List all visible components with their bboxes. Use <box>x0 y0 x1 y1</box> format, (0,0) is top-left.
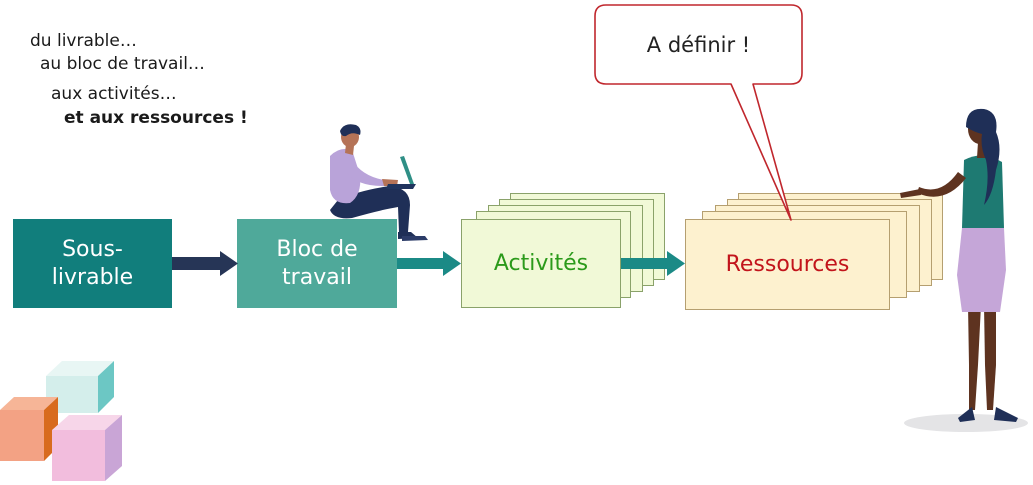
sous-livrable-label-line-2: livrable <box>51 264 134 290</box>
intro-line-4: et aux ressources ! <box>64 108 248 128</box>
sous-livrable-label-line-1: Sous- <box>62 236 123 262</box>
sous-livrable-box: Sous- livrable <box>13 219 172 308</box>
ressources-label: Ressources <box>686 220 889 309</box>
intro-line-3: aux activités… <box>51 84 177 104</box>
resource-card-front: Ressources <box>685 219 890 310</box>
stacked-cubes-illustration <box>0 361 122 481</box>
arrow-sous-livrable-to-bloc <box>172 251 238 276</box>
bloc-de-travail-label-line-1: Bloc de <box>276 236 358 262</box>
intro-line-1: du livrable… <box>30 31 137 51</box>
arrow-bloc-to-activites <box>397 251 461 276</box>
activity-card-front: Activités <box>461 219 621 308</box>
bloc-de-travail-label-line-2: travail <box>282 264 352 290</box>
activites-label-text: Activités <box>493 251 589 276</box>
ressources-label-text: Ressources <box>725 252 850 277</box>
woman-presenter-illustration <box>900 108 1028 432</box>
arrow-activites-to-ressources <box>621 251 685 276</box>
bloc-de-travail-box: Bloc de travail <box>237 219 397 308</box>
person-with-laptop-illustration <box>330 124 428 241</box>
callout-bubble <box>594 4 803 221</box>
activites-label: Activités <box>462 220 620 307</box>
callout-text: A définir ! <box>646 32 751 57</box>
intro-line-2: au bloc de travail… <box>40 54 205 74</box>
